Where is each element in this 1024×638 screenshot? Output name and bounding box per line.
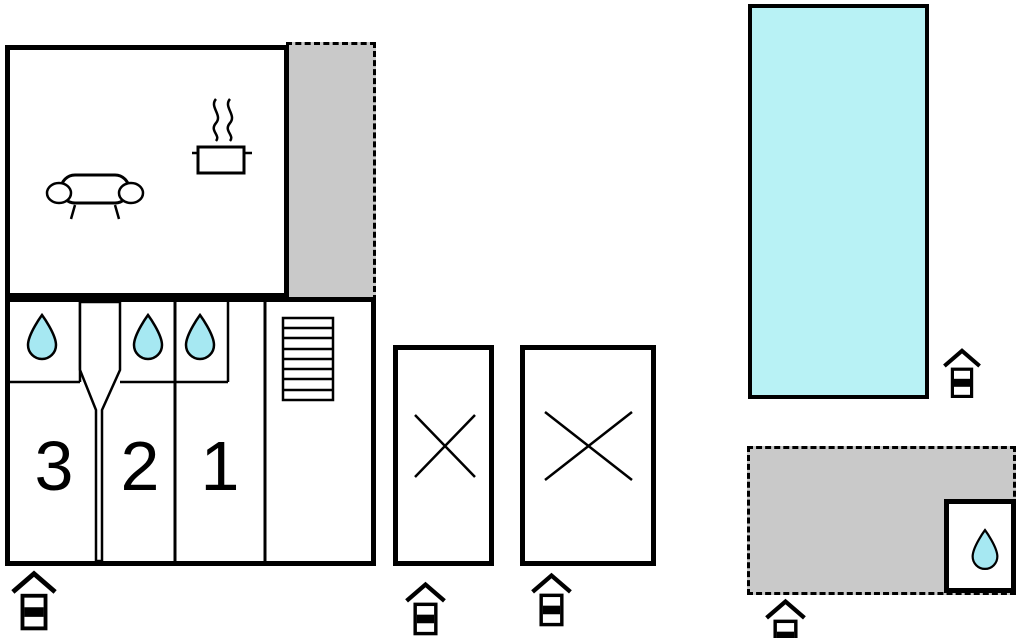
entrance-roof	[765, 598, 806, 620]
entrance-stripe	[954, 378, 970, 387]
bedroom-1-label: 1	[200, 427, 240, 505]
entrance-stripe	[416, 614, 435, 624]
steam-line	[226, 98, 234, 142]
stove-icon	[192, 98, 252, 175]
cross-icon	[414, 414, 476, 478]
entrance-stripe	[776, 631, 795, 638]
water-drop-icon	[971, 528, 999, 571]
bedroom-2-label: 2	[120, 427, 160, 505]
bathroom1-walls	[175, 302, 230, 384]
entrance-icon	[765, 598, 806, 638]
pot-body	[196, 145, 246, 175]
entrance-roof	[531, 572, 572, 594]
entrance-roof	[943, 348, 981, 368]
water-drop-shape	[184, 313, 216, 361]
bedroom-partition-walls	[173, 302, 267, 561]
entrance-icon	[405, 581, 446, 636]
water-drop-shape	[26, 313, 58, 361]
water-drop-shape	[971, 528, 999, 571]
entrance-roof	[405, 581, 446, 603]
sofa-armrest-right	[117, 181, 145, 205]
sofa-legs	[69, 204, 121, 220]
bedroom-wing: 3 2 1	[5, 297, 376, 566]
water-drop-icon	[26, 313, 58, 361]
entrance-icon	[943, 348, 981, 398]
stairs-steps	[283, 326, 333, 392]
outdoor-shower-room	[944, 499, 1016, 593]
partition-walls	[10, 302, 335, 561]
cross-icon	[544, 411, 633, 481]
outbuilding-b	[520, 345, 656, 566]
entrance-roof	[11, 570, 57, 594]
stairs-icon	[281, 316, 335, 402]
entrance-icon	[11, 570, 57, 631]
bedroom-3-label: 3	[34, 427, 74, 505]
steam-line	[212, 98, 220, 142]
entrance-stripe	[542, 605, 561, 615]
sofa-icon	[45, 173, 145, 220]
outbuilding-a	[393, 345, 494, 566]
entrance-icon	[531, 572, 572, 627]
entrance-stripe	[24, 607, 44, 617]
sofa-armrest-left	[45, 181, 73, 205]
covered-terrace-top	[286, 42, 376, 301]
cross-lines	[414, 414, 476, 478]
water-drop-icon	[184, 313, 216, 361]
living-room	[5, 45, 289, 298]
cross-lines	[544, 411, 633, 481]
hallway-funnel-wall	[78, 302, 122, 561]
water-drop-icon	[132, 313, 164, 361]
swimming-pool	[748, 4, 929, 399]
water-drop-shape	[132, 313, 164, 361]
